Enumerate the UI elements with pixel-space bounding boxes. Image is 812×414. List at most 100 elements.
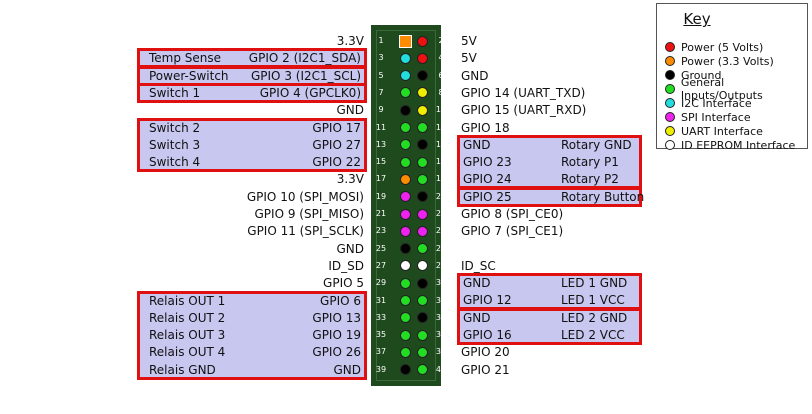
pin-37	[399, 346, 411, 358]
pin-11	[399, 122, 411, 133]
pin-1	[398, 34, 412, 48]
highlight-function-label: Switch 1	[149, 85, 201, 100]
pin-26	[416, 243, 428, 255]
pin-12	[416, 122, 428, 133]
pin-16	[416, 156, 428, 168]
highlight-gpio-label: GPIO 23	[463, 155, 512, 170]
key-item: Power (3.3 Volts)	[665, 54, 774, 68]
pin-15	[399, 156, 411, 168]
pin-number: 29	[375, 278, 387, 288]
highlight-function-label: Rotary P2	[561, 172, 619, 187]
pin-5	[399, 70, 411, 82]
gpio-header-strip	[371, 25, 441, 386]
pin-number: 11	[375, 122, 387, 132]
pin-number: 26	[435, 243, 447, 253]
legend-label: Ground	[681, 68, 722, 82]
key-item: Power (5 Volts)	[665, 40, 763, 54]
highlight-function-label: Power-Switch	[149, 68, 229, 83]
pin-39	[399, 364, 411, 376]
left-pin-label: GPIO 10 (SPI_MOSI)	[246, 189, 364, 204]
left-pin-label: GND	[336, 103, 364, 118]
highlight-gpio-label: GPIO 24	[463, 172, 512, 187]
pin-17	[399, 173, 411, 185]
pin-number: 27	[375, 260, 387, 270]
pin-2	[416, 35, 428, 47]
key-item: Ground	[665, 68, 721, 82]
legend-dot	[665, 140, 675, 150]
pin-6	[416, 70, 428, 82]
legend-label: Power (3.3 Volts)	[681, 54, 774, 68]
pin-number: 8	[438, 87, 444, 97]
highlight-function-label: Relais OUT 2	[149, 310, 226, 325]
pin-number: 24	[435, 226, 447, 236]
highlight-gpio-label: GPIO 2 (I2C1_SDA)	[248, 51, 361, 66]
pin-31	[399, 295, 411, 306]
highlight-gpio-label: GPIO 19	[312, 328, 361, 343]
pin-number: 35	[375, 330, 387, 340]
pin-number: 36	[435, 330, 447, 340]
highlight-function-label: Rotary Button	[561, 189, 645, 204]
pin-number: 9	[378, 105, 384, 115]
highlight-gpio-label: GPIO 22	[312, 155, 361, 170]
pin-35	[399, 329, 411, 341]
pin-24	[416, 225, 428, 237]
right-pin-label: GND	[461, 68, 489, 83]
left-pin-label: GPIO 5	[323, 276, 364, 291]
highlight-gpio-label: GPIO 27	[312, 137, 361, 152]
legend-label: General Inputs/Outputs	[680, 76, 763, 102]
pin-number: 32	[435, 295, 447, 305]
highlight-function-label: Switch 2	[149, 120, 201, 135]
highlight-function-label: Relais OUT 1	[149, 293, 226, 308]
pin-number: 15	[375, 157, 387, 167]
pin-29	[399, 277, 411, 289]
pin-number: 37	[375, 347, 387, 357]
pin-number: 23	[375, 226, 387, 236]
left-pin-label: GND	[336, 241, 364, 256]
pin-number: 28	[435, 260, 447, 270]
key-title: Key	[683, 10, 711, 28]
key-legend: Key Power (5 Volts)Power (3.3 Volts)Grou…	[656, 3, 808, 152]
legend-dot	[665, 126, 675, 136]
pin-8	[416, 87, 428, 99]
pin-number: 13	[375, 139, 387, 149]
pin-25	[399, 243, 411, 255]
right-pin-label: GPIO 21	[461, 362, 510, 377]
highlight-gpio-label: GND	[463, 137, 491, 152]
pin-number: 38	[435, 347, 447, 357]
legend-dot	[665, 70, 675, 80]
pin-number: 1	[378, 36, 384, 45]
pin-20	[416, 191, 428, 203]
pin-7	[399, 87, 411, 99]
highlight-gpio-label: GPIO 3 (I2C1_SCL)	[250, 68, 361, 83]
pin-21	[399, 208, 411, 220]
legend-dot	[665, 42, 675, 52]
pin-number: 22	[435, 209, 447, 218]
pin-number: 14	[435, 139, 447, 149]
left-pin-label: 3.3V	[336, 34, 364, 48]
pin-number: 33	[375, 312, 387, 322]
pin-33	[399, 312, 411, 324]
pin-number: 17	[375, 174, 387, 184]
highlight-function-label: Relais OUT 4	[149, 345, 226, 360]
key-item: General Inputs/Outputs	[665, 76, 807, 102]
pin-number: 6	[438, 70, 444, 80]
highlight-gpio-label: GPIO 16	[463, 328, 512, 343]
highlight-gpio-label: GPIO 25	[463, 189, 512, 204]
highlight-function-label: Rotary GND	[561, 137, 632, 152]
highlight-function-label: LED 2 VCC	[561, 328, 625, 343]
right-pin-label: ID_SC	[461, 258, 496, 273]
pin-number: 19	[375, 191, 387, 201]
right-pin-label: GPIO 14 (UART_TXD)	[461, 85, 586, 100]
pin-number: 40	[435, 364, 447, 374]
left-pin-label: ID_SD	[328, 258, 364, 273]
pin-number: 5	[378, 70, 384, 80]
pin-36	[416, 329, 428, 341]
legend-label: ID EEPROM Interface	[681, 138, 796, 152]
pin-13	[399, 139, 411, 151]
legend-dot	[665, 84, 675, 94]
highlight-function-label: Rotary P1	[561, 155, 619, 170]
